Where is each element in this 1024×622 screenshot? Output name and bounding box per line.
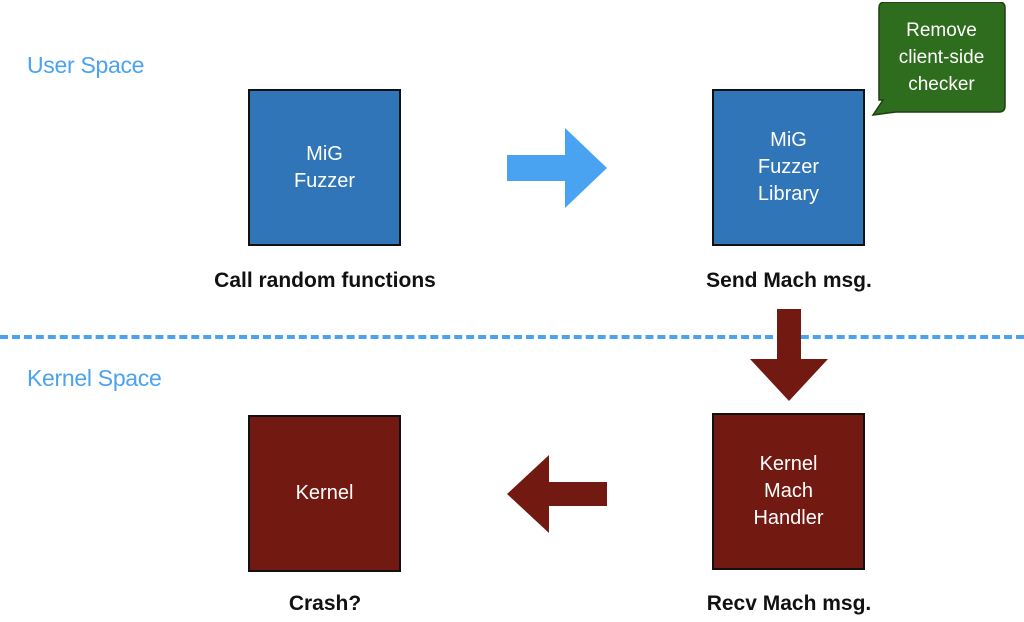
kernel-box: Kernel [248,415,401,572]
caption-call-random-functions: Call random functions [214,269,436,292]
kernel-space-label: Kernel Space [27,365,162,391]
mig-fuzzer-label: MiG Fuzzer [293,142,356,192]
arrow-right-icon [507,128,607,208]
speech-bubble-icon [871,2,1006,116]
arrow-left-icon [507,455,607,533]
user-space-label: User Space [27,52,145,78]
caption-send-mach-msg: Send Mach msg. [706,269,872,292]
mig-fuzzer-library-label: MiG Fuzzer Library [757,129,820,205]
caption-recv-mach-msg: Recv Mach msg. [706,592,872,615]
caption-crash: Crash? [288,592,362,615]
kernel-mach-handler-label: Kernel Mach Handler [753,453,824,529]
arrow-down-icon [750,309,828,401]
kernel-label: Kernel [295,482,354,504]
kernel-mach-handler-box: Kernel Mach Handler [712,413,865,570]
mig-fuzzer-box: MiG Fuzzer [248,89,401,246]
callout-text: Remove client-side checker [898,19,985,95]
user-kernel-divider [0,335,1024,339]
mig-fuzzer-library-box: MiG Fuzzer Library [712,89,865,246]
